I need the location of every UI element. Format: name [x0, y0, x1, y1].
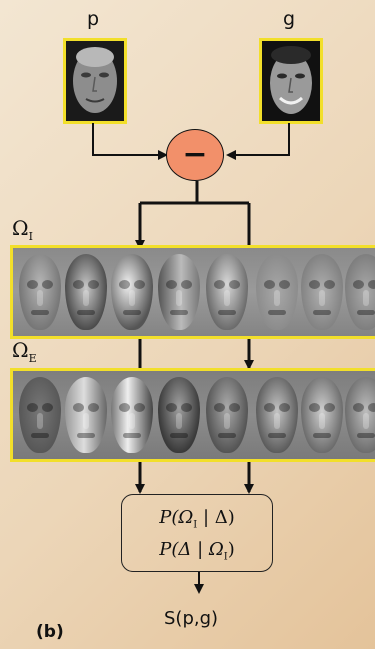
eigenface — [206, 254, 248, 330]
probe-face-image — [63, 38, 127, 124]
eigenface — [345, 377, 375, 453]
minus-icon: − — [182, 137, 208, 172]
likelihood-delta: P(Δ | ΩI) — [122, 538, 272, 563]
prob-line1-head: P(Ω — [159, 507, 194, 528]
prob-line2-head: P(Δ | Ω — [159, 538, 224, 560]
likelihood-intra: P(ΩI | Δ) — [122, 509, 272, 531]
subtraction-operator: − — [166, 129, 224, 181]
probability-box: P(ΩI | Δ) P(Δ | ΩI) — [121, 494, 273, 572]
extra-subscript: E — [28, 352, 37, 365]
gallery-face-image — [259, 38, 323, 124]
extrapersonal-eigenfaces — [10, 368, 375, 462]
eigenface — [345, 254, 375, 330]
omega-symbol: Ω — [12, 338, 29, 362]
prob-line1-tail: | Δ) — [197, 507, 235, 528]
eigenface — [19, 377, 61, 453]
prob-line1-sub: I — [193, 519, 198, 531]
extra-space-label: ΩE — [12, 338, 37, 365]
eigenface — [65, 254, 107, 330]
similarity-output: S(p,g) — [164, 608, 219, 629]
eigenface — [256, 254, 298, 330]
eigenface — [19, 254, 61, 330]
eigenface — [301, 377, 343, 453]
eigenface — [111, 377, 153, 453]
eigenface — [158, 377, 200, 453]
prob-line2-tail: ) — [227, 538, 235, 560]
eigenface — [206, 377, 248, 453]
intra-subscript: I — [28, 230, 33, 243]
eigenface — [65, 377, 107, 453]
omega-symbol: Ω — [12, 216, 29, 240]
gallery-arrow — [226, 123, 290, 160]
eigenface — [301, 254, 343, 330]
prob-line2-sub: I — [223, 551, 228, 563]
gallery-label: g — [283, 8, 296, 30]
eigenface — [158, 254, 200, 330]
probe-label: p — [87, 8, 100, 30]
intra-space-label: ΩI — [12, 216, 33, 243]
intrapersonal-eigenfaces — [10, 245, 375, 339]
panel-label: (b) — [36, 622, 64, 642]
eigenface — [256, 377, 298, 453]
eigenface — [111, 254, 153, 330]
probe-arrow — [92, 123, 168, 160]
